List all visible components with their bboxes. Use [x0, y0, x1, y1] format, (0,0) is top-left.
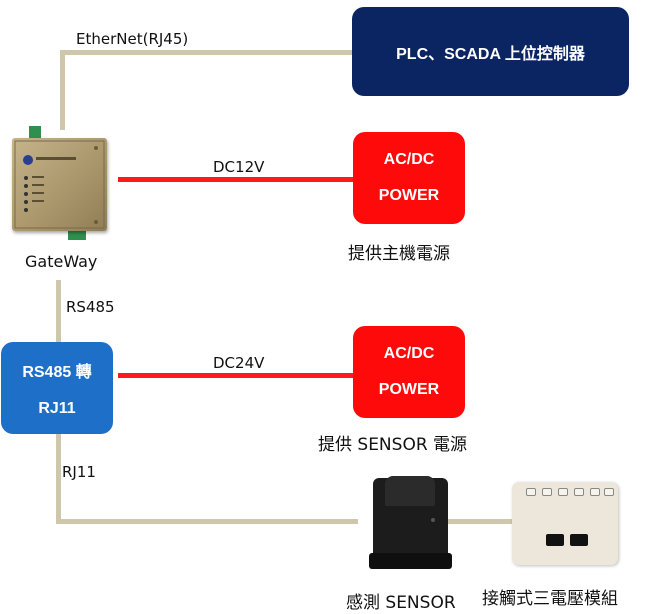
- sensor-caption: 感測 SENSOR: [346, 593, 456, 613]
- module-pin: [542, 488, 552, 496]
- power-sensor-caption: 提供 SENSOR 電源: [318, 435, 468, 455]
- sensor-module-wire: [448, 519, 514, 524]
- sensor-base: [369, 553, 452, 569]
- module-pin: [604, 488, 614, 496]
- gateway-panel-icon: [14, 140, 105, 229]
- module-caption: 接觸式三電壓模組: [482, 589, 618, 609]
- sensor-device: [369, 476, 452, 569]
- module-pin: [574, 488, 584, 496]
- ethernet-wire-horizontal: [60, 50, 354, 55]
- power-host-line1: AC/DC: [383, 151, 435, 168]
- rj11-wire-horizontal: [56, 519, 358, 524]
- gateway-caption: GateWay: [25, 252, 98, 271]
- module-pin: [558, 488, 568, 496]
- gateway-device: [12, 138, 107, 231]
- gateway-terminal-bottom: [68, 229, 86, 240]
- dc24-label: DC24V: [213, 354, 265, 372]
- rs485-wire: [56, 280, 61, 342]
- plc-scada-label: PLC、SCADA 上位控制器: [396, 45, 585, 63]
- sensor-dot: [431, 518, 435, 522]
- rj11-wire-vertical: [56, 434, 61, 524]
- module-port-left: [546, 534, 564, 546]
- rj11-label: RJ11: [62, 463, 96, 481]
- ethernet-wire-vertical: [60, 50, 65, 130]
- rs485-rj11-converter: RS485 轉 RJ11: [1, 342, 113, 434]
- power-supply-sensor: AC/DC POWER: [353, 326, 465, 418]
- module-port-right: [570, 534, 588, 546]
- power-sensor-line1: AC/DC: [383, 345, 435, 362]
- converter-line2: RJ11: [38, 400, 76, 417]
- gateway-terminal-top: [29, 126, 41, 138]
- power-sensor-line2: POWER: [378, 381, 440, 398]
- rs485-label: RS485: [66, 298, 115, 316]
- ethernet-label: EtherNet(RJ45): [76, 30, 189, 48]
- module-pin: [590, 488, 600, 496]
- dc12-wire: [118, 177, 354, 182]
- power-host-caption: 提供主機電源: [348, 244, 450, 264]
- plc-scada-box: PLC、SCADA 上位控制器: [352, 7, 629, 96]
- dc24-wire: [118, 373, 354, 378]
- sensor-cup: [385, 476, 435, 506]
- voltage-module: [512, 482, 618, 565]
- dc12-label: DC12V: [213, 158, 265, 176]
- module-pin: [526, 488, 536, 496]
- converter-line1: RS485 轉: [22, 364, 92, 381]
- power-supply-host: AC/DC POWER: [353, 132, 465, 224]
- power-host-line2: POWER: [378, 187, 440, 204]
